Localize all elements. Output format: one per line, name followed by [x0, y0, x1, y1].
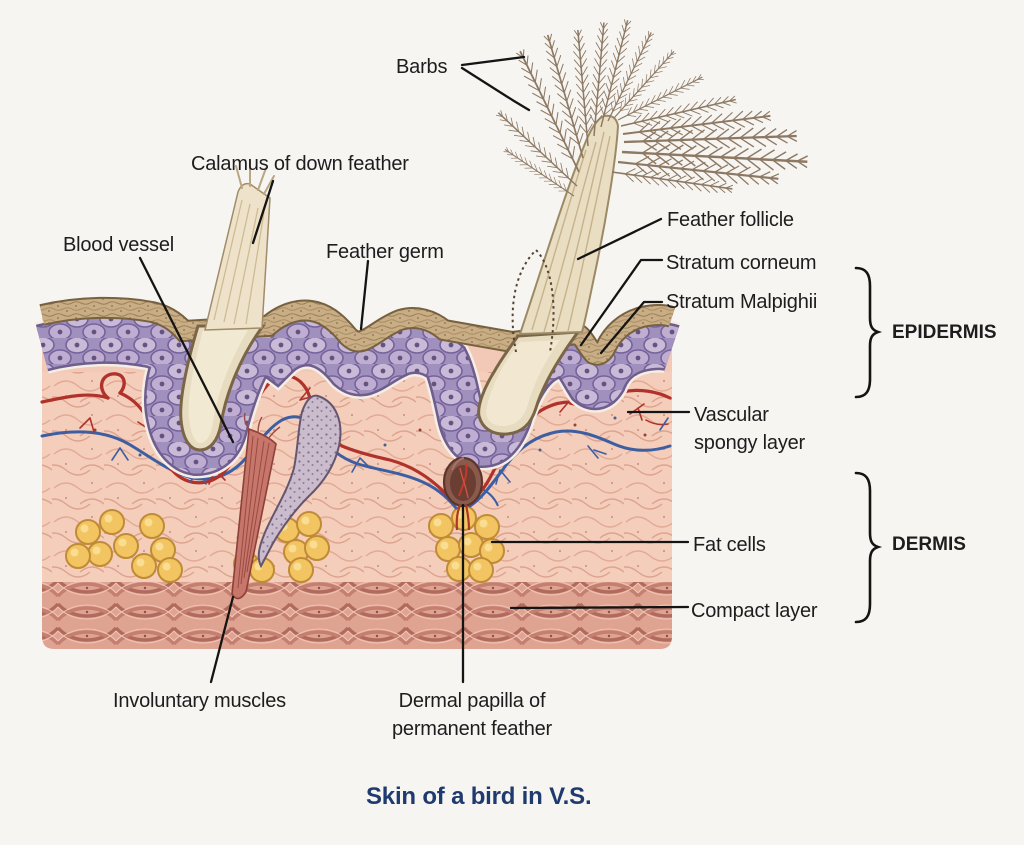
label-stratum-corneum: Stratum corneum	[666, 252, 817, 274]
label-dermis: DERMIS	[892, 534, 966, 555]
feather-barbs	[493, 18, 810, 201]
skin-cross-section	[42, 302, 672, 649]
label-feather-follicle: Feather follicle	[667, 209, 794, 231]
leader-compact-layer	[509, 605, 690, 610]
label-stratum-malpighii: Stratum Malpighii	[666, 291, 818, 313]
leader-feather-germ	[359, 259, 370, 331]
dermis-brace	[854, 471, 883, 624]
leader-barbs-b	[460, 66, 531, 112]
label-barbs: Barbs	[396, 56, 448, 78]
diagram-title: Skin of a bird in V.S.	[366, 783, 592, 810]
down-feather	[179, 159, 275, 452]
feather-follicle-sheath	[511, 248, 555, 353]
permanent-feather-shaft	[518, 114, 620, 336]
label-compact-layer: Compact layer	[691, 600, 818, 622]
label-involuntary-muscles: Involuntary muscles	[113, 690, 286, 712]
leader-lines	[138, 55, 691, 684]
braces	[854, 266, 883, 624]
permanent-feather	[477, 18, 810, 436]
involuntary-muscle	[231, 412, 281, 600]
leader-barbs-a	[460, 55, 526, 67]
leader-calamus	[251, 179, 275, 245]
feather-germ-structure	[257, 394, 342, 569]
label-vascular-spongy-layer: Vascular spongy layer	[694, 404, 805, 454]
label-calamus: Calamus of down feather	[191, 153, 409, 175]
leader-stratum-corneum	[579, 258, 664, 347]
epidermis-brace	[854, 266, 883, 399]
label-blood-vessel: Blood vessel	[63, 234, 174, 256]
label-epidermis: EPIDERMIS	[892, 322, 997, 343]
label-feather-germ: Feather germ	[326, 241, 444, 263]
label-dermal-papilla: Dermal papilla of permanent feather	[391, 690, 553, 740]
label-fat-cells: Fat cells	[693, 534, 766, 556]
leader-blood-vessel	[138, 256, 235, 444]
compact-layer-art	[42, 582, 672, 649]
leader-feather-follicle	[576, 217, 663, 261]
leader-stratum-malpighii	[599, 300, 664, 355]
leader-involuntary-muscles	[209, 595, 235, 684]
